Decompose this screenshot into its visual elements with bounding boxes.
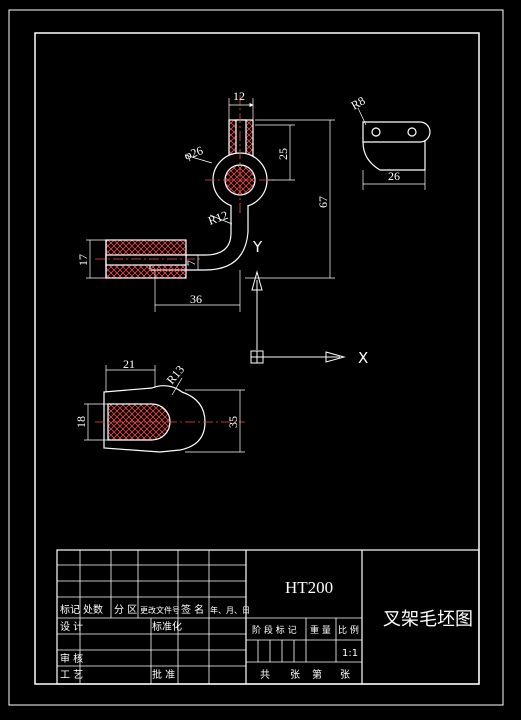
- dim-7: 7: [184, 260, 198, 266]
- label-biaozhunhua: 标准化: [152, 620, 182, 633]
- material-label: HT200: [285, 578, 333, 597]
- label-riqi: 年、月、日: [210, 605, 250, 615]
- label-fenqu: 分 区: [114, 604, 137, 616]
- label-gong: 共: [260, 669, 270, 681]
- label-gongyi: 工 艺: [60, 669, 83, 681]
- scale-value: 1:1: [342, 648, 358, 659]
- axis-x-label: X: [358, 349, 368, 367]
- dim-r12: R12: [206, 208, 230, 228]
- coordinate-axes: [250, 270, 346, 364]
- dim-35: 35: [226, 416, 240, 428]
- side-view: [103, 385, 206, 453]
- dim-12: 12: [233, 89, 245, 103]
- label-biaoji: 标记: [60, 604, 80, 616]
- drawing-title: 叉架毛坯图: [383, 609, 473, 630]
- label-pizhun: 批 准: [152, 668, 175, 681]
- label-di: 第: [312, 668, 322, 681]
- label-zhongliang: 重 量: [310, 624, 331, 636]
- top-view: [362, 121, 431, 171]
- label-zhang2: 张: [340, 669, 350, 681]
- label-sheji: 设 计: [60, 620, 83, 633]
- label-shenhe: 审 核: [60, 652, 83, 665]
- label-jieduan: 阶 段 标 记: [252, 624, 297, 636]
- dim-36: 36: [190, 292, 202, 306]
- dim-26: 26: [388, 169, 400, 183]
- label-zhang1: 张: [290, 669, 300, 681]
- dim-25: 25: [276, 148, 290, 160]
- main-dims: [86, 98, 335, 312]
- title-block: [56, 549, 480, 685]
- dim-phi26: φ26: [182, 143, 205, 163]
- outer-frame: [8, 9, 504, 706]
- label-chushu: 处数: [83, 603, 103, 616]
- dim-18: 18: [74, 416, 88, 428]
- axis-y-label: Y: [252, 238, 263, 256]
- dim-r8: R8: [349, 93, 368, 112]
- label-bili: 比 例: [338, 624, 359, 636]
- label-qianming: 签 名: [181, 603, 204, 616]
- dim-67: 67: [316, 196, 330, 208]
- title-block-labels: 标记 处数 分 区 更改文件号 签 名 年、月、日 设 计 标准化 阶 段 标 …: [60, 603, 359, 681]
- main-view: [105, 119, 268, 279]
- dim-17: 17: [76, 254, 90, 266]
- dim-21: 21: [123, 357, 135, 371]
- label-gengai: 更改文件号: [140, 605, 180, 615]
- dim-r13: R13: [164, 363, 188, 387]
- center-lines: [95, 95, 275, 260]
